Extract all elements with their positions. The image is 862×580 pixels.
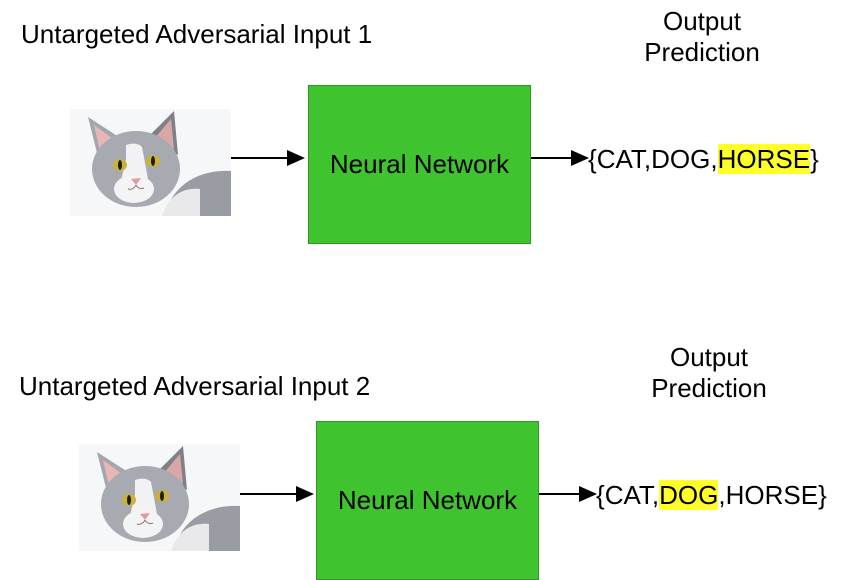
separator: , [643, 144, 652, 174]
neural-network-box-1: Neural Network [308, 85, 531, 244]
prediction-set-2: {CAT,DOG,HORSE} [596, 480, 827, 511]
class-horse: HORSE [725, 480, 819, 510]
panel-2-output-heading: Output Prediction [634, 342, 784, 404]
brace-open: { [588, 144, 597, 174]
neural-network-label: Neural Network [337, 485, 518, 515]
class-cat: CAT [604, 480, 652, 510]
separator: , [710, 144, 718, 174]
output-heading-line2: Prediction [644, 37, 760, 67]
panel-2-title: Untargeted Adversarial Input 2 [19, 371, 371, 401]
brace-close: } [818, 480, 827, 510]
class-horse-highlighted: HORSE [717, 144, 811, 174]
class-dog: DOG [651, 144, 711, 174]
output-heading-line2: Prediction [651, 373, 767, 403]
output-heading-line1: Output [662, 6, 742, 36]
arrow-network-to-output-1 [531, 150, 589, 166]
separator: , [718, 480, 726, 510]
cat-illustration [79, 444, 240, 551]
class-cat: CAT [596, 144, 644, 174]
panel-1-title: Untargeted Adversarial Input 1 [21, 19, 373, 49]
class-dog-highlighted: DOG [659, 480, 719, 510]
prediction-set-1: {CAT,DOG,HORSE} [588, 144, 819, 175]
cat-image-input-2 [79, 444, 240, 551]
arrow-input-to-network-2 [240, 486, 314, 502]
arrow-input-to-network-1 [231, 150, 305, 166]
neural-network-box-2: Neural Network [316, 421, 539, 580]
brace-open: { [596, 480, 605, 510]
separator: , [651, 480, 660, 510]
cat-image-input-1 [70, 109, 231, 216]
panel-1-output-heading: Output Prediction [627, 6, 777, 68]
cat-illustration [70, 109, 231, 216]
output-heading-line1: Output [669, 342, 749, 372]
arrow-network-to-output-2 [539, 486, 597, 502]
brace-close: } [810, 144, 819, 174]
neural-network-label: Neural Network [329, 149, 510, 179]
